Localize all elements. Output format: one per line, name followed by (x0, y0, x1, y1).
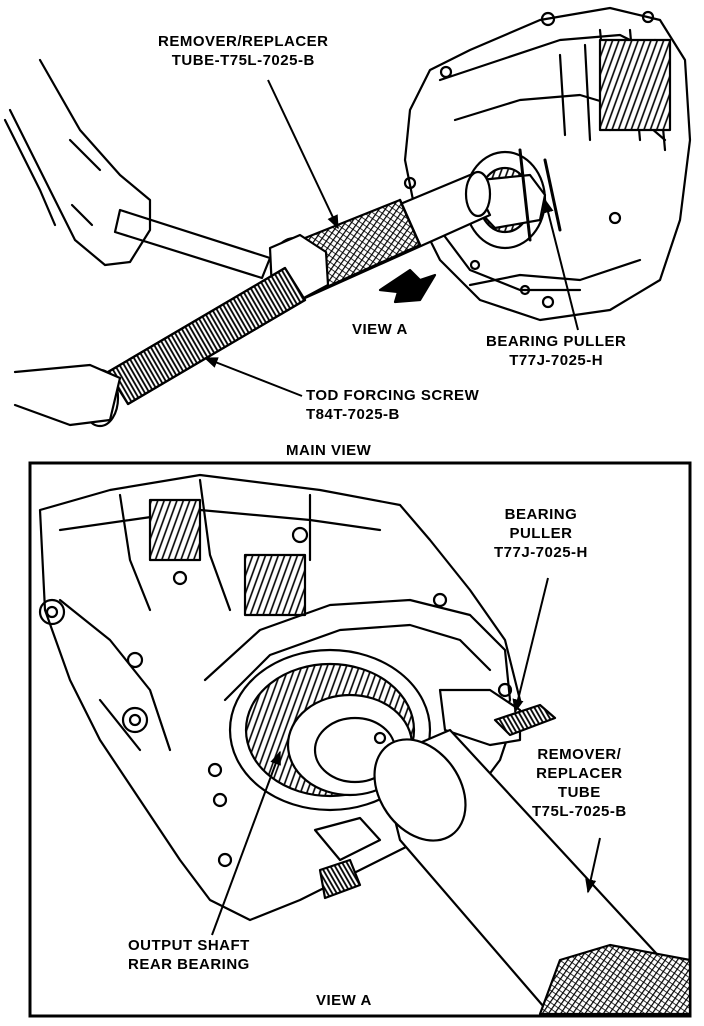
view-a-frame (28, 461, 692, 1018)
view-a-tube-label: REMOVER/ REPLACER TUBE T75L-7025-B (532, 745, 627, 821)
view-a-tube-line4: T75L-7025-B (532, 803, 627, 820)
view-a-tube-leader (585, 837, 601, 894)
puller-label: BEARING PULLER T77J-7025-H (486, 332, 626, 370)
view-a-puller-leader (512, 577, 549, 714)
tube-label-line1: REMOVER/REPLACER (158, 33, 329, 50)
view-a-caption-text: VIEW A (316, 992, 372, 1009)
view-a-puller-line1: BEARING (504, 506, 578, 523)
main-view-caption: MAIN VIEW (286, 441, 371, 460)
view-a-bearing-line2: REAR BEARING (128, 956, 250, 973)
view-a-bearing-leader (211, 750, 281, 936)
view-a-callout: VIEW A (352, 320, 408, 339)
view-a-drawing (38, 473, 692, 1016)
view-a-bearing-label: OUTPUT SHAFT REAR BEARING (128, 936, 250, 974)
puller-label-line1: BEARING PULLER (486, 333, 627, 350)
screw-label: TOD FORCING SCREW T84T-7025-B (306, 386, 479, 424)
view-a-puller-label: BEARING PULLER T77J-7025-H (494, 505, 588, 562)
view-a-tube-line1: REMOVER/ (537, 746, 622, 763)
view-a-leaders (211, 577, 601, 936)
view-a-callout-text: VIEW A (352, 321, 408, 338)
main-view-leaders (203, 79, 579, 397)
view-a-bearing-line1: OUTPUT SHAFT (128, 937, 250, 954)
view-a-tube-line2: REPLACER (536, 765, 623, 782)
view-a-tube-line3: TUBE (557, 784, 601, 801)
view-a-puller-line3: T77J-7025-H (494, 544, 588, 561)
screw-leader (203, 357, 303, 397)
view-a-puller-line2: PULLER (509, 525, 573, 542)
view-a-caption: VIEW A (316, 991, 372, 1010)
main-view-caption-text: MAIN VIEW (286, 442, 372, 459)
tube-label-line2: TUBE-T75L-7025-B (171, 52, 315, 69)
main-view-drawing (3, 6, 692, 428)
puller-leader (542, 198, 579, 331)
tube-leader (267, 79, 339, 230)
tube-label: REMOVER/REPLACER TUBE-T75L-7025-B (158, 32, 329, 70)
puller-label-line2: T77J-7025-H (509, 352, 604, 369)
screw-label-line2: T84T-7025-B (306, 406, 400, 423)
screw-label-line1: TOD FORCING SCREW (306, 387, 480, 404)
